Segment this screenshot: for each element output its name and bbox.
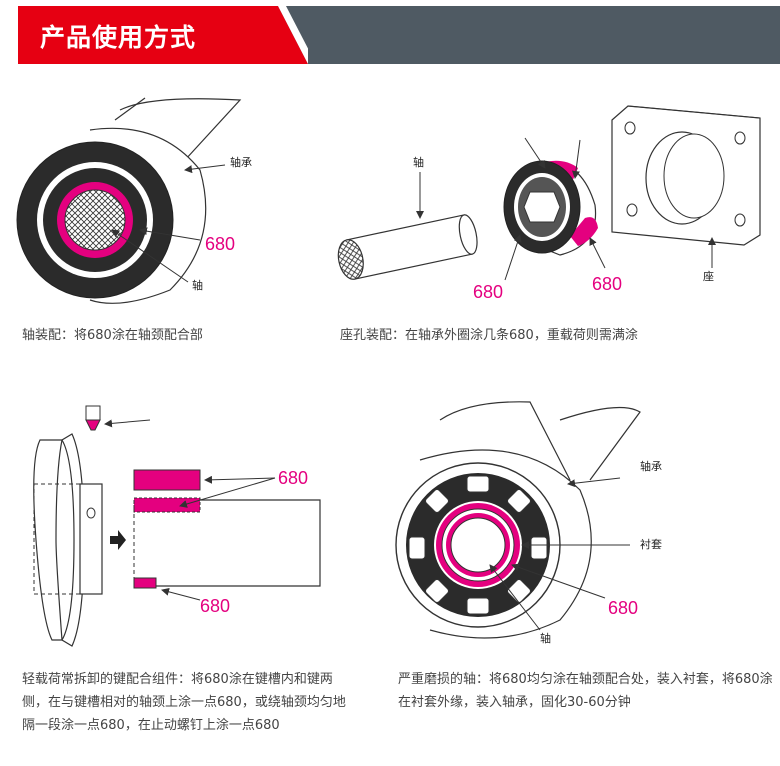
shaft-extension	[119, 98, 242, 161]
page-title: 产品使用方式	[40, 23, 197, 52]
panel-seat-assembly: 轴 680 680 座	[337, 105, 761, 302]
label-680: 680	[608, 598, 638, 618]
panel-worn-shaft: 轴承 衬套 680 轴	[395, 401, 662, 645]
header-red-band	[18, 6, 308, 64]
seat-plate	[611, 105, 761, 246]
caption-key-assembly: 轻载荷常拆卸的键配合组件：将680涂在键槽内和键两侧，在与键槽相对的轴颈上涂一点…	[22, 672, 346, 733]
label-shaft: 轴	[540, 631, 551, 645]
caption-seat-assembly: 座孔装配：在轴承外圈涂几条680，重载荷则需满涂	[340, 328, 638, 343]
label-seat: 座	[703, 269, 714, 283]
shaft-cylinder	[337, 214, 478, 280]
label-sleeve: 衬套	[640, 538, 662, 551]
assembly-arrow-icon	[110, 530, 126, 550]
caption-shaft-assembly: 轴装配：将680涂在轴颈配合部	[22, 328, 203, 343]
label-680: 680	[205, 234, 235, 254]
header-grey-band	[240, 6, 780, 64]
label-bearing: 轴承	[230, 155, 252, 169]
label-680-bottom: 680	[200, 596, 230, 616]
shaft-extension	[439, 401, 571, 481]
label-shaft: 轴	[192, 278, 203, 292]
label-680-left: 680	[473, 282, 503, 302]
shaft	[450, 517, 506, 573]
label-680-top: 680	[278, 468, 308, 488]
shaft-with-keyway	[133, 497, 321, 589]
header-banner: 产品使用方式	[0, 0, 780, 68]
caption-worn-shaft: 严重磨损的轴：将680均匀涂在轴颈配合处，装入衬套，将680涂在衬套外缘，装入轴…	[398, 672, 773, 710]
set-screw	[85, 405, 101, 431]
panel-shaft-assembly: 轴承 680 轴	[16, 97, 252, 304]
panel-key-assembly: 680 680	[33, 405, 321, 647]
key-block	[133, 469, 201, 491]
rollers	[408, 475, 548, 615]
label-680-right: 680	[592, 274, 622, 294]
label-shaft: 轴	[413, 155, 424, 169]
label-bearing: 轴承	[640, 459, 662, 473]
pulley	[33, 433, 103, 647]
shaft-mesh	[64, 189, 126, 251]
